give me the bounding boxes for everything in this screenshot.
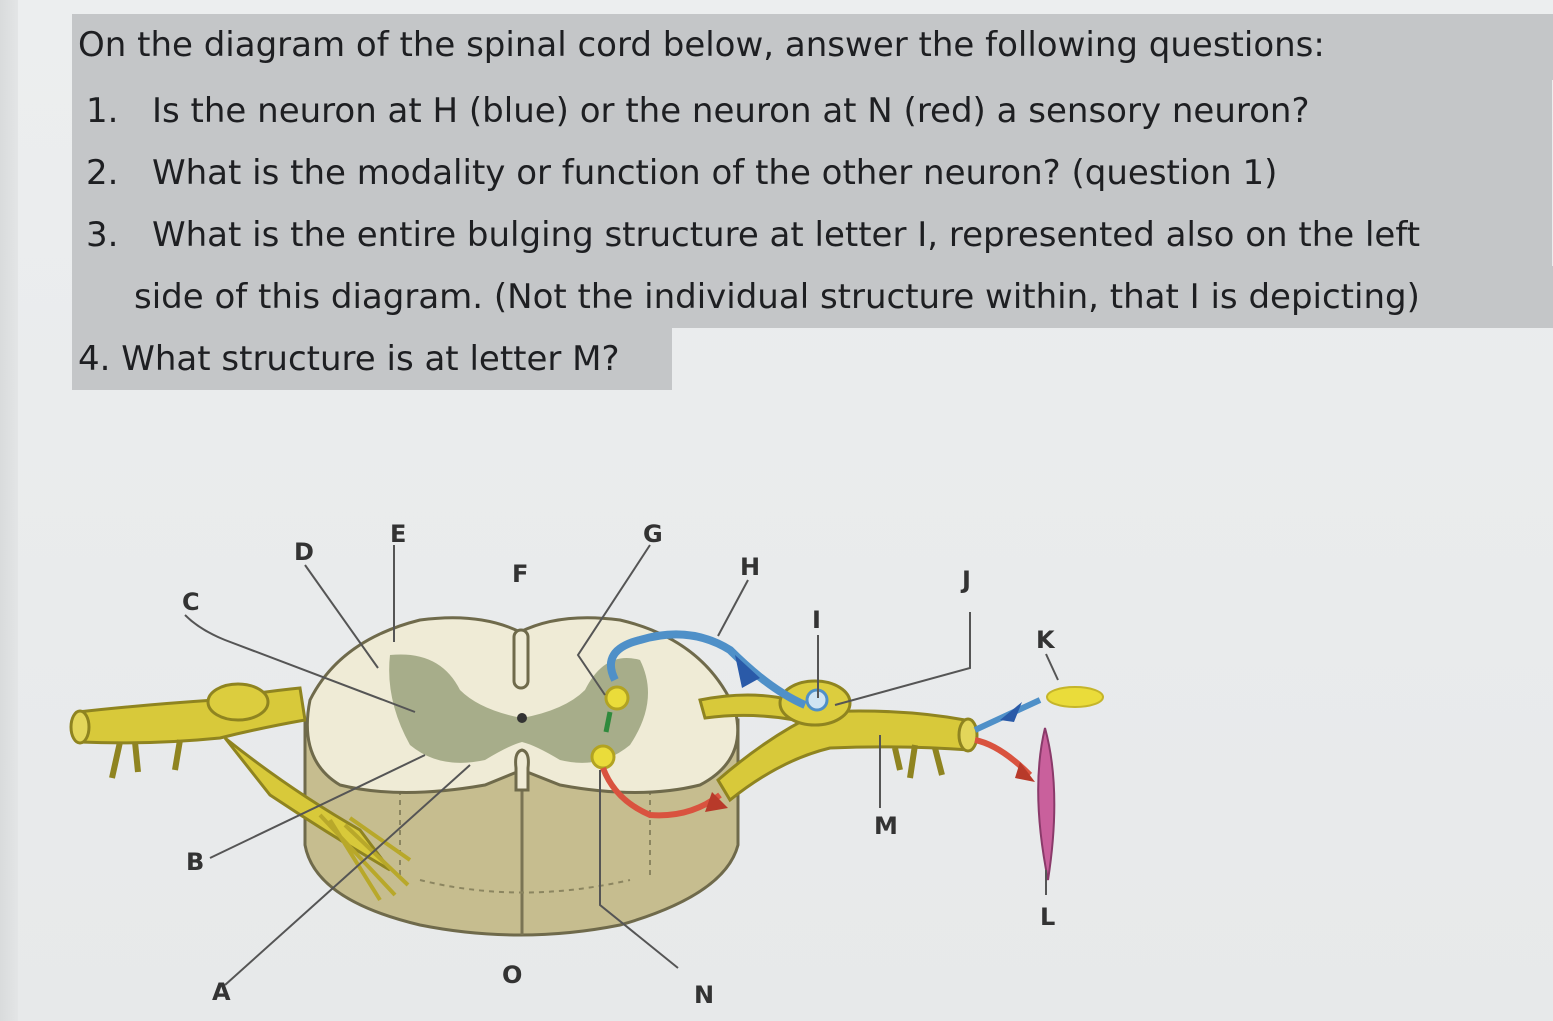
- label-a: A: [212, 978, 231, 1006]
- central-canal: [517, 713, 527, 723]
- label-b: B: [186, 848, 204, 876]
- label-h: H: [740, 553, 760, 581]
- label-g: G: [643, 520, 663, 548]
- leader-d: [305, 565, 378, 668]
- posterior-median-sulcus: [514, 630, 528, 688]
- label-n: N: [694, 981, 714, 1009]
- right-nerve-cut-end: [959, 719, 977, 751]
- interneuron-cell-body: [606, 687, 628, 709]
- left-spinal-nerve: [78, 688, 305, 743]
- label-f: F: [512, 560, 528, 588]
- label-k: K: [1036, 626, 1056, 654]
- effector-muscle: [1038, 728, 1054, 880]
- motor-neuron-cell-body: [592, 746, 614, 768]
- label-m: M: [874, 812, 898, 840]
- leader-h: [718, 580, 748, 636]
- left-nerve-branches: [112, 740, 180, 778]
- label-e: E: [390, 520, 406, 548]
- left-dorsal-root-ganglion: [208, 684, 268, 720]
- anterior-median-fissure: [516, 750, 529, 790]
- leader-k: [1046, 654, 1058, 680]
- label-j: J: [960, 566, 971, 594]
- right-spinal-nerve: [718, 711, 970, 800]
- left-nerve-cut-end: [71, 711, 89, 743]
- label-i: I: [812, 606, 821, 634]
- label-l: L: [1040, 903, 1055, 931]
- sensory-receptor: [1047, 687, 1103, 707]
- label-o: O: [502, 961, 522, 989]
- right-nerve-branches: [895, 745, 942, 778]
- leader-j: [835, 612, 970, 705]
- label-c: C: [182, 588, 200, 616]
- label-d: D: [294, 538, 314, 566]
